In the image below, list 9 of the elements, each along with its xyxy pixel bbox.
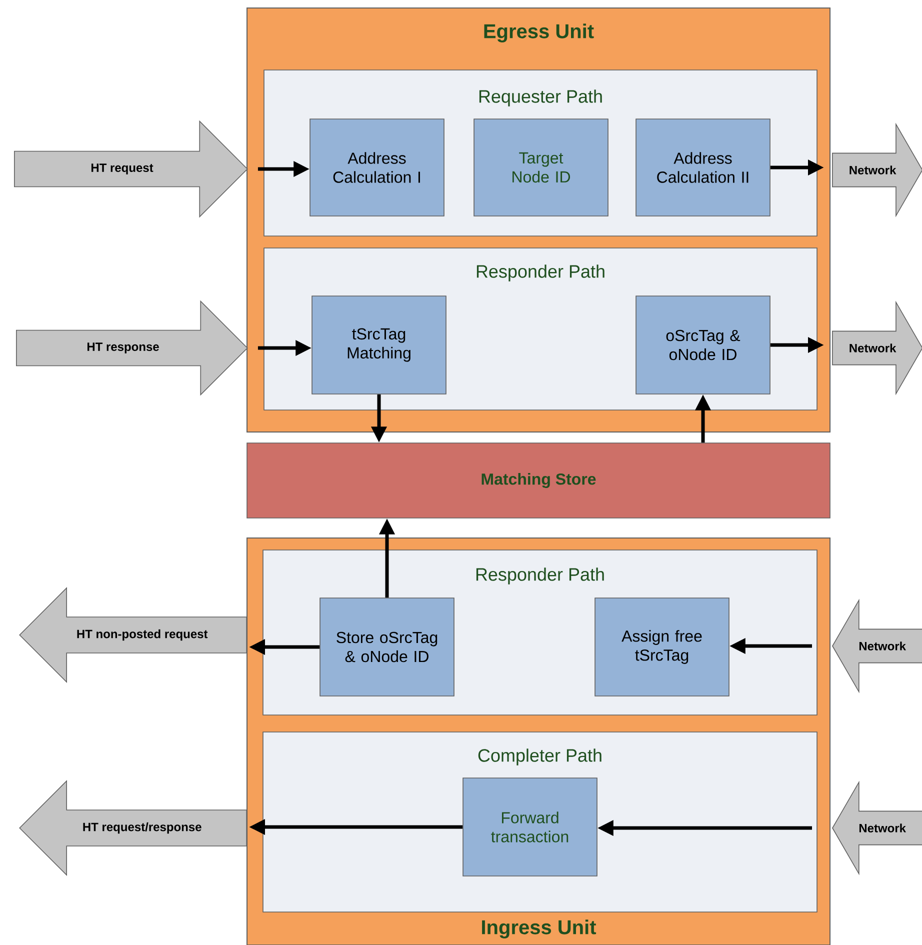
process-box: oSrcTag & oNode ID xyxy=(636,296,770,394)
process-box: Target Node ID xyxy=(474,118,608,216)
process-box: Address Calculation I xyxy=(310,118,444,216)
process-box: Assign free tSrcTag xyxy=(594,598,730,696)
process-box: Forward transaction xyxy=(462,778,598,876)
process-box: Address Calculation II xyxy=(636,118,770,216)
process-box: Store oSrcTag & oNode ID xyxy=(320,598,454,696)
store-bar: Matching Store xyxy=(246,442,830,518)
process-box: tSrcTag Matching xyxy=(312,296,446,394)
